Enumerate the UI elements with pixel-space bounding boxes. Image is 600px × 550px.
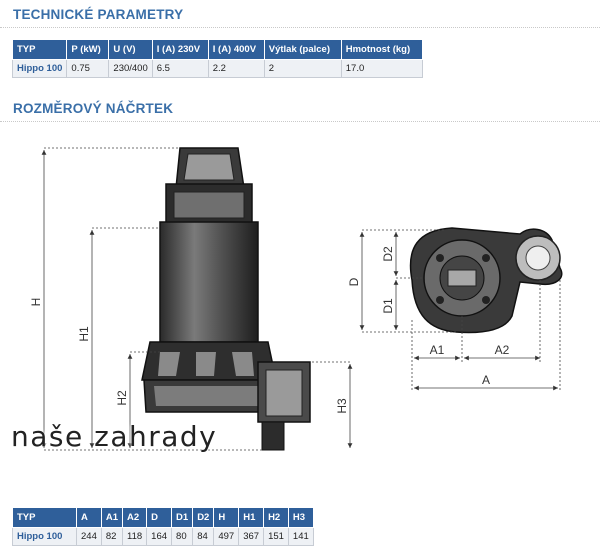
params-header-row: TYP P (kW) U (V) I (A) 230V I (A) 400V V… — [11, 39, 423, 60]
dims-header-d2: D2 — [192, 507, 215, 528]
params-section-title: TECHNICKÉ PARAMETRY — [13, 7, 184, 22]
dims-row: Hippo 100 244 82 118 164 80 84 497 367 1… — [12, 527, 314, 546]
dims-header-h1: H1 — [238, 507, 265, 528]
dims-header-d1: D1 — [171, 507, 194, 528]
dim-label-a2: A2 — [495, 343, 510, 357]
dim-label-h1: H1 — [77, 326, 91, 342]
dims-header-h: H — [213, 507, 240, 528]
dim-label-a: A — [482, 373, 490, 387]
params-row: Hippo 100 0.75 230/400 6.5 2.2 2 17.0 — [11, 59, 423, 78]
params-header-power: P (kW) — [66, 39, 110, 60]
pump-side-view — [141, 147, 311, 451]
dim-label-d2: D2 — [381, 246, 395, 262]
dims-cell-type: Hippo 100 — [12, 527, 77, 546]
dim-label-d1: D1 — [381, 298, 395, 314]
dims-cell-a2: 118 — [122, 527, 148, 546]
dim-label-a1: A1 — [430, 343, 445, 357]
dims-cell-a: 244 — [76, 527, 102, 546]
params-table: TYP P (kW) U (V) I (A) 230V I (A) 400V V… — [11, 39, 423, 78]
dims-header-d: D — [146, 507, 173, 528]
params-header-outlet: Výtlak (palce) — [263, 39, 342, 60]
dims-table: TYP A A1 A2 D D1 D2 H H1 H2 H3 Hippo 100… — [12, 507, 314, 546]
params-cell-current-230: 6.5 — [151, 59, 209, 78]
pump-top-view — [409, 227, 563, 334]
dims-header-a: A — [76, 507, 102, 528]
params-header-current-230: I (A) 230V — [151, 39, 209, 60]
dims-cell-h3: 141 — [287, 527, 314, 546]
title-divider — [0, 121, 600, 122]
dim-label-h: H — [29, 298, 43, 307]
dims-header-h2: H2 — [263, 507, 289, 528]
dims-cell-a1: 82 — [100, 527, 124, 546]
params-cell-voltage: 230/400 — [108, 59, 153, 78]
params-header-weight: Hmotnost (kg) — [340, 39, 423, 60]
dims-cell-d1: 80 — [171, 527, 194, 546]
dimension-lines — [41, 147, 561, 451]
params-cell-type: Hippo 100 — [11, 59, 68, 78]
dims-header-a2: A2 — [122, 507, 148, 528]
params-header-current-400: I (A) 400V — [207, 39, 265, 60]
title-divider — [0, 27, 600, 28]
params-cell-current-400: 2.2 — [207, 59, 265, 78]
dim-label-d: D — [347, 277, 361, 286]
dims-header-row: TYP A A1 A2 D D1 D2 H H1 H2 H3 — [12, 507, 314, 528]
dims-header-a1: A1 — [100, 507, 124, 528]
params-cell-weight: 17.0 — [340, 59, 423, 78]
dimension-drawing: H H1 H2 H3 D D2 D1 A1 A2 A — [29, 147, 563, 451]
dims-header-typ: TYP — [12, 507, 77, 528]
dims-section-title: ROZMĚROVÝ NÁČRTEK — [13, 101, 174, 116]
dims-header-h3: H3 — [287, 507, 314, 528]
dims-cell-d: 164 — [146, 527, 173, 546]
dim-label-h3: H3 — [335, 398, 349, 414]
watermark-logo: naše zahrady — [11, 420, 218, 453]
dims-cell-h1: 367 — [238, 527, 265, 546]
params-cell-outlet: 2 — [263, 59, 342, 78]
dim-label-h2: H2 — [115, 390, 129, 406]
params-cell-power: 0.75 — [66, 59, 110, 78]
params-header-voltage: U (V) — [108, 39, 153, 60]
dims-cell-d2: 84 — [192, 527, 215, 546]
dims-cell-h2: 151 — [263, 527, 289, 546]
params-header-typ: TYP — [11, 39, 68, 60]
dims-cell-h: 497 — [213, 527, 240, 546]
